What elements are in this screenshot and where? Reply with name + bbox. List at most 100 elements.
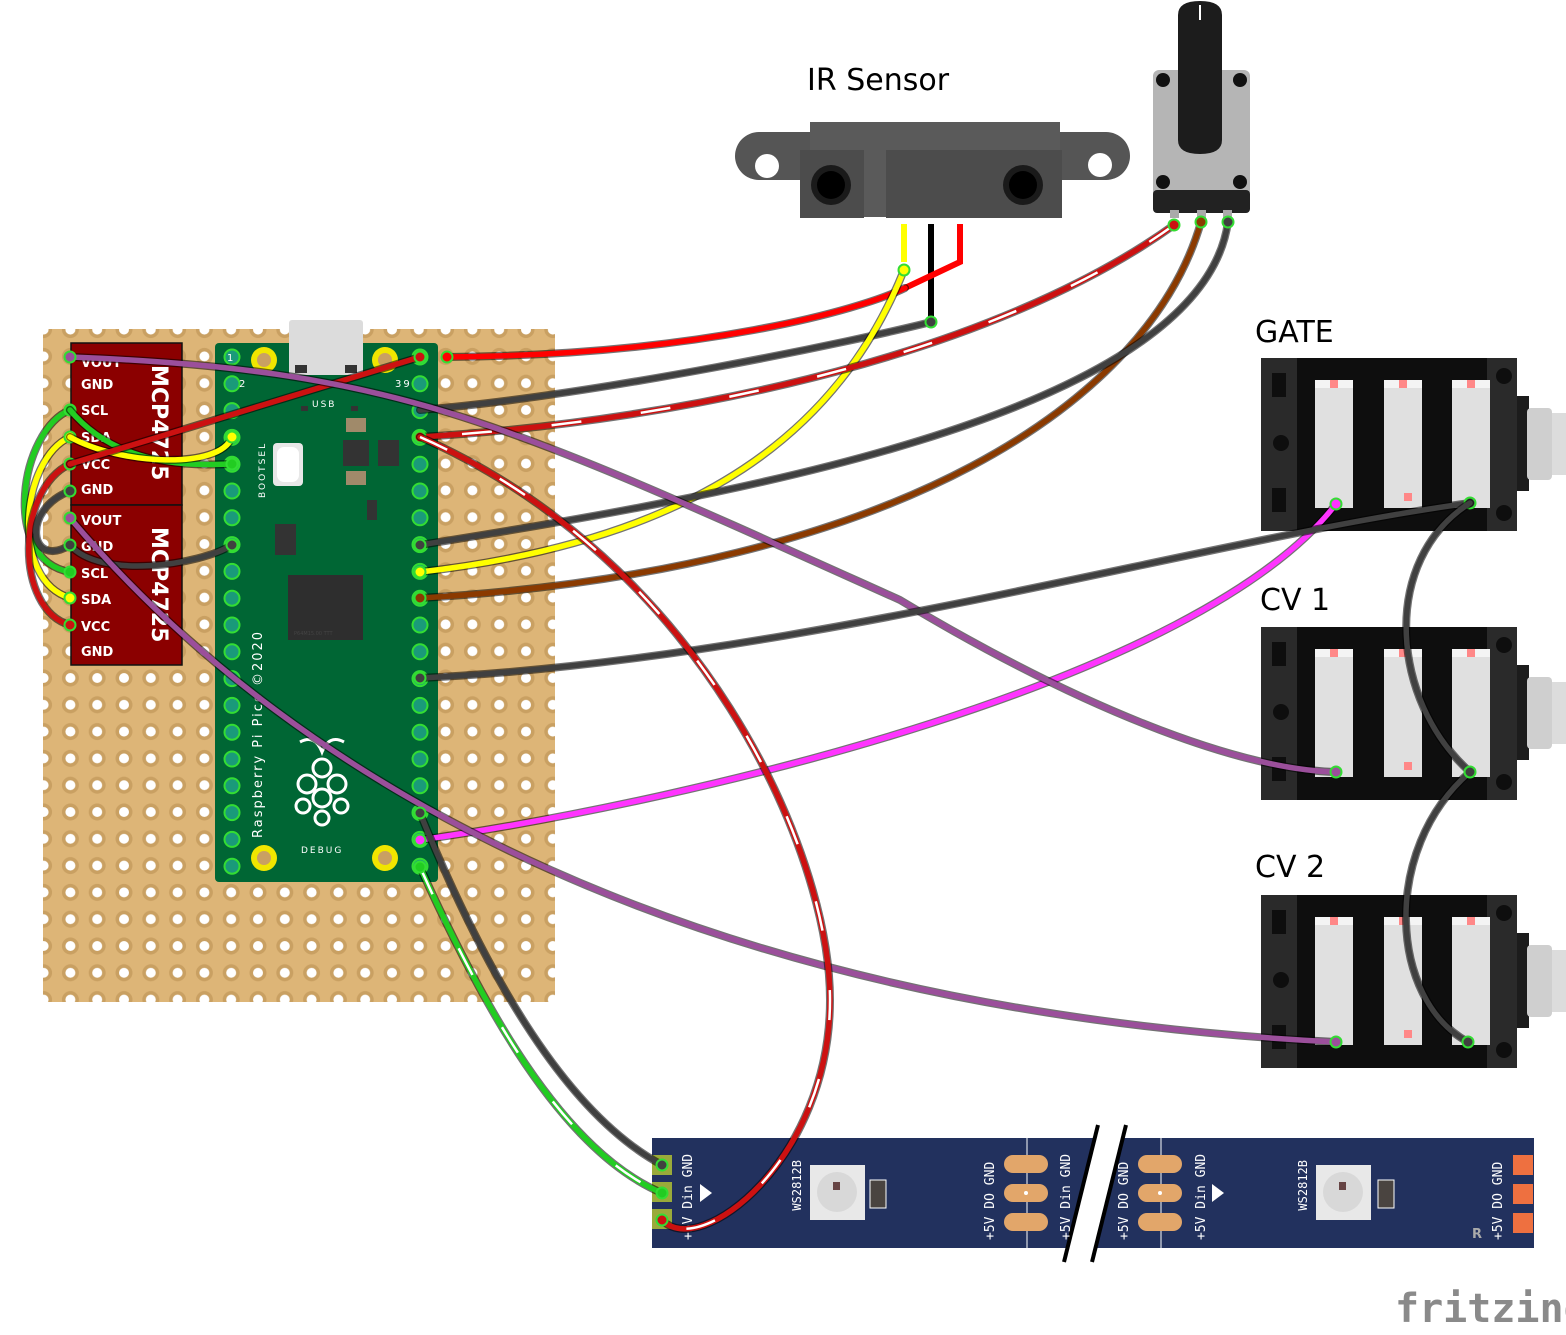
wire-endpoint[interactable] [1329,765,1343,779]
pin-label: SDA [81,593,111,608]
led-strip-pin-labels: +5V Din GND+5V DO GND+5V Din GND+5V DO G… [681,1154,1506,1240]
wire-endpoint[interactable] [63,618,77,632]
pin-label: GND [81,645,114,660]
pico-header-pin[interactable] [411,723,429,741]
wire-endpoint[interactable] [924,315,938,329]
wire-endpoint[interactable] [655,1213,669,1227]
pico-header-pin[interactable] [223,723,241,741]
wire-endpoint[interactable] [440,350,454,364]
wire-endpoint[interactable] [1194,215,1208,229]
pico-header-pin[interactable] [223,482,241,500]
wire-endpoint[interactable] [1461,1035,1475,1049]
wire-ir-vcc-red[interactable] [440,284,909,364]
pico-header-pin[interactable] [223,777,241,795]
wire-pot-gnd-black[interactable] [413,215,1235,552]
potentiometer[interactable] [1153,1,1250,218]
pico-header-pin[interactable] [411,616,429,634]
audio-jack[interactable] [1261,358,1566,531]
wire-endpoint[interactable] [63,511,77,525]
pico-header-pin[interactable] [223,857,241,875]
pico-header-pin[interactable] [411,777,429,795]
wire-led-5v-red[interactable] [416,433,835,1233]
wire-endpoint[interactable] [1221,215,1235,229]
wire-endpoint[interactable] [63,538,77,552]
r-mark-icon: R [1472,1227,1482,1242]
pico-header-pin[interactable] [223,804,241,822]
strip-pin-label: +5V DO GND [1117,1162,1132,1240]
wire-endpoint[interactable] [413,591,427,605]
pico-header-pin[interactable] [411,750,429,768]
wire-led-gnd-black[interactable] [413,806,669,1172]
pico-header-pin[interactable] [223,375,241,393]
wire-endpoint[interactable] [413,806,427,820]
pico-header-pin[interactable] [411,482,429,500]
pot-knob-shaft[interactable] [1178,1,1222,154]
wire-endpoint[interactable] [1329,1035,1343,1049]
wire-endpoint[interactable] [63,350,77,364]
wire-endpoint[interactable] [63,484,77,498]
wire-jack-ground-black[interactable] [32,484,239,570]
wire-dac-vcc-red[interactable] [66,350,427,468]
wire-pot-vcc-red[interactable] [413,218,1181,444]
strip-pin-label: +5V Din GND [1194,1154,1209,1240]
debug-label: DEBUG [301,846,343,856]
wire-endpoint[interactable] [413,350,427,364]
pico-header-pin[interactable] [223,643,241,661]
wire-ir-gnd-black[interactable] [416,315,938,414]
jack-title-cv2: CV 2 [1255,850,1325,885]
raspberry-pi-logo-icon [294,738,350,827]
pico-header-pin[interactable] [223,562,241,580]
wire-endpoint[interactable] [225,457,239,471]
audio-jack[interactable] [1261,627,1566,800]
wire-endpoint[interactable] [655,1186,669,1200]
pin2-label: 2 [239,379,247,390]
pico-header-pin[interactable] [223,509,241,527]
wire-endpoint[interactable] [655,1158,669,1172]
pico-header-pin[interactable] [223,616,241,634]
wire-endpoint[interactable] [413,833,427,847]
pico-header-pin[interactable] [223,348,241,366]
pico-header-pin[interactable] [411,455,429,473]
wire-dac-sda-yellow[interactable] [66,430,239,464]
pico-header-pin[interactable] [411,643,429,661]
bootsel-button[interactable] [273,443,303,486]
ir-sensor-title: IR Sensor [807,63,950,98]
wire-endpoint[interactable] [225,538,239,552]
wire-ir-signal-yellow[interactable] [413,263,911,579]
wire-cv2-signal-purple[interactable] [63,511,1343,1049]
wire-endpoint[interactable] [63,565,77,579]
pico-header-pin[interactable] [411,696,429,714]
bootsel-label: BOOTSEL [258,442,268,498]
direction-arrow-icon [700,1184,712,1202]
wire-jack-ground-black[interactable] [1402,499,1477,1049]
wire-gate-signal-magenta[interactable] [413,497,1343,847]
wire-endpoint[interactable] [413,565,427,579]
pico-header-pin[interactable] [411,509,429,527]
wire-endpoint[interactable] [1463,765,1477,779]
wire-endpoint[interactable] [1329,497,1343,511]
wire-endpoint[interactable] [413,538,427,552]
wire-endpoint[interactable] [413,671,427,685]
strip-pin-label: +5V DO GND [983,1162,998,1240]
pico-header-pin[interactable] [223,750,241,768]
ws2812b-led-strip[interactable]: WS2812B WS2812B +5V Din GND+5V DO GND+5V… [652,1124,1534,1263]
fritzing-watermark: fritzing [1395,1286,1566,1332]
direction-arrow-icon [1212,1184,1224,1202]
wire-endpoint[interactable] [897,263,911,277]
wire-pot-wiper-brown[interactable] [413,215,1208,605]
wire-endpoint[interactable] [225,430,239,444]
pico-header-pin[interactable] [223,696,241,714]
pico-header-pin[interactable] [411,375,429,393]
pin-label: SCL [81,404,108,419]
wire-led-din-green[interactable] [413,860,669,1200]
wire-dac-vcc-red[interactable] [24,457,77,632]
wire-cv1-signal-purple[interactable] [63,350,1343,779]
wire-endpoint[interactable] [1167,218,1181,232]
pico-header-pin[interactable] [223,830,241,848]
wire-endpoint[interactable] [413,860,427,874]
pin-label: GND [81,483,114,498]
wire-endpoint[interactable] [63,591,77,605]
ir-sensor[interactable]: IR Sensor [735,63,1130,322]
pico-smd-components [275,406,399,555]
pico-header-pin[interactable] [223,589,241,607]
